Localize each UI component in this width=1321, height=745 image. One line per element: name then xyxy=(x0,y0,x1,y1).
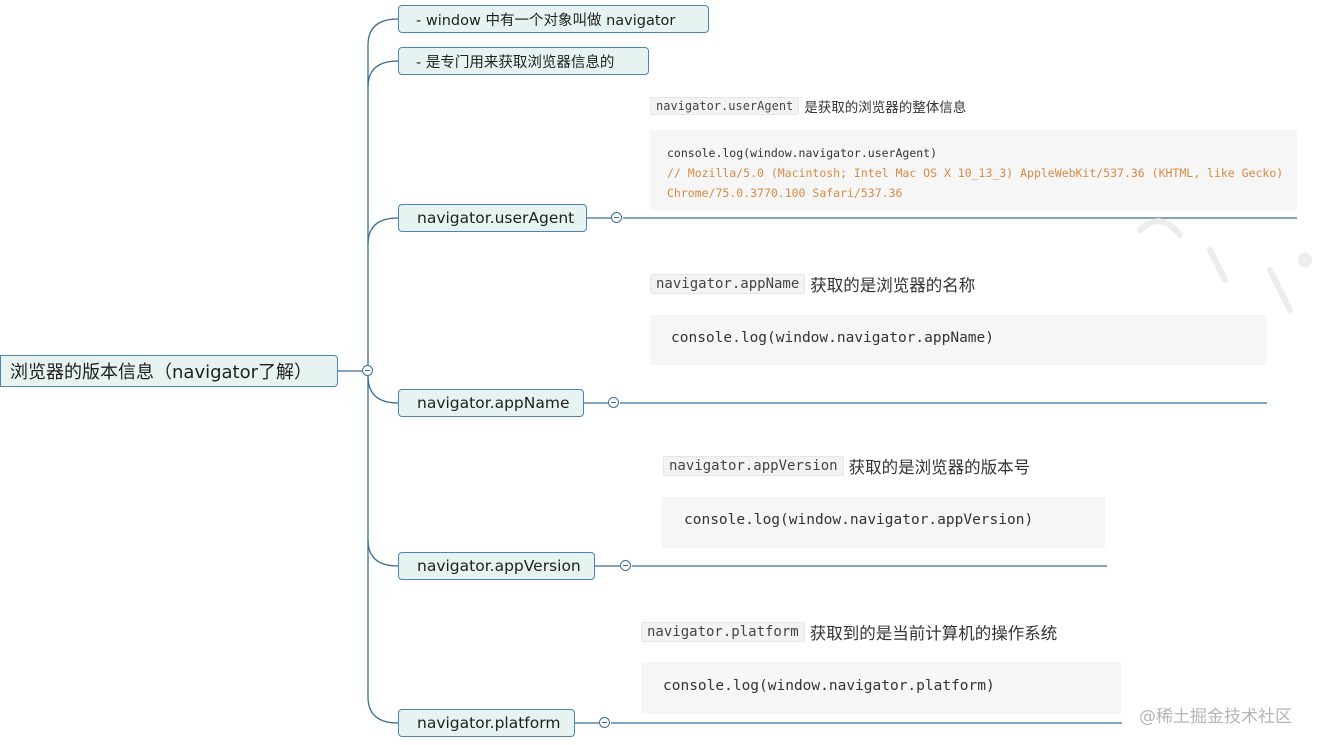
useragent-desc-text: 是获取的浏览器的整体信息 xyxy=(804,100,967,116)
appname-collapse-icon[interactable] xyxy=(608,397,619,408)
branch-node-appversion[interactable]: navigator.appVersion xyxy=(398,552,595,580)
branch-label: navigator.userAgent xyxy=(417,209,575,227)
appname-desc-text: 获取的是浏览器的名称 xyxy=(810,276,976,295)
branch-node-useragent[interactable]: navigator.userAgent xyxy=(398,204,587,232)
appversion-desc-text: 获取的是浏览器的版本号 xyxy=(848,458,1031,477)
watermark-decoration xyxy=(1137,218,1312,313)
platform-desc-text: 获取到的是当前计算机的操作系统 xyxy=(809,624,1058,643)
platform-collapse-icon[interactable] xyxy=(599,717,610,728)
branch-label: navigator.platform xyxy=(417,714,561,732)
branch-node-appname[interactable]: navigator.appName xyxy=(398,389,584,417)
note-node-1[interactable]: - window 中有一个对象叫做 navigator xyxy=(398,5,709,33)
useragent-code-block: console.log(window.navigator.userAgent) /… xyxy=(650,130,1297,210)
useragent-comment-line-1: // Mozilla/5.0 (Macintosh; Intel Mac OS … xyxy=(667,166,1284,180)
note-label: - window 中有一个对象叫做 navigator xyxy=(416,12,676,29)
note-node-2[interactable]: - 是专门用来获取浏览器信息的 xyxy=(398,47,649,75)
platform-description: navigator.platform 获取到的是当前计算机的操作系统 xyxy=(641,620,1057,644)
useragent-code-chip: navigator.userAgent xyxy=(650,97,800,115)
branch-label: navigator.appVersion xyxy=(417,557,581,575)
root-node[interactable]: 浏览器的版本信息（navigator了解） xyxy=(0,355,338,387)
appversion-collapse-icon[interactable] xyxy=(620,560,631,571)
appname-description: navigator.appName 获取的是浏览器的名称 xyxy=(650,272,975,296)
useragent-code-line: console.log(window.navigator.userAgent) xyxy=(667,146,938,160)
useragent-collapse-icon[interactable] xyxy=(611,212,622,223)
root-collapse-icon[interactable] xyxy=(362,365,373,376)
note-label: - 是专门用来获取浏览器信息的 xyxy=(416,54,615,71)
platform-code-line: console.log(window.navigator.platform) xyxy=(663,678,995,694)
useragent-description: navigator.userAgent 是获取的浏览器的整体信息 xyxy=(650,96,966,116)
appversion-description: navigator.appVersion 获取的是浏览器的版本号 xyxy=(663,454,1030,478)
appname-code-block: console.log(window.navigator.appName) xyxy=(650,315,1266,365)
appname-code-chip: navigator.appName xyxy=(650,274,806,294)
useragent-comment-line-2: Chrome/75.0.3770.100 Safari/537.36 xyxy=(667,186,903,200)
branch-label: navigator.appName xyxy=(417,394,570,412)
root-label: 浏览器的版本信息（navigator了解） xyxy=(10,362,313,383)
appname-code-line: console.log(window.navigator.appName) xyxy=(671,330,995,346)
appversion-code-line: console.log(window.navigator.appVersion) xyxy=(684,512,1034,528)
appversion-code-chip: navigator.appVersion xyxy=(663,456,844,476)
watermark: @稀土掘金技术社区 xyxy=(1139,707,1292,727)
platform-code-block: console.log(window.navigator.platform) xyxy=(641,662,1121,714)
branch-node-platform[interactable]: navigator.platform xyxy=(398,709,575,737)
appversion-code-block: console.log(window.navigator.appVersion) xyxy=(662,497,1105,548)
platform-code-chip: navigator.platform xyxy=(641,622,805,642)
